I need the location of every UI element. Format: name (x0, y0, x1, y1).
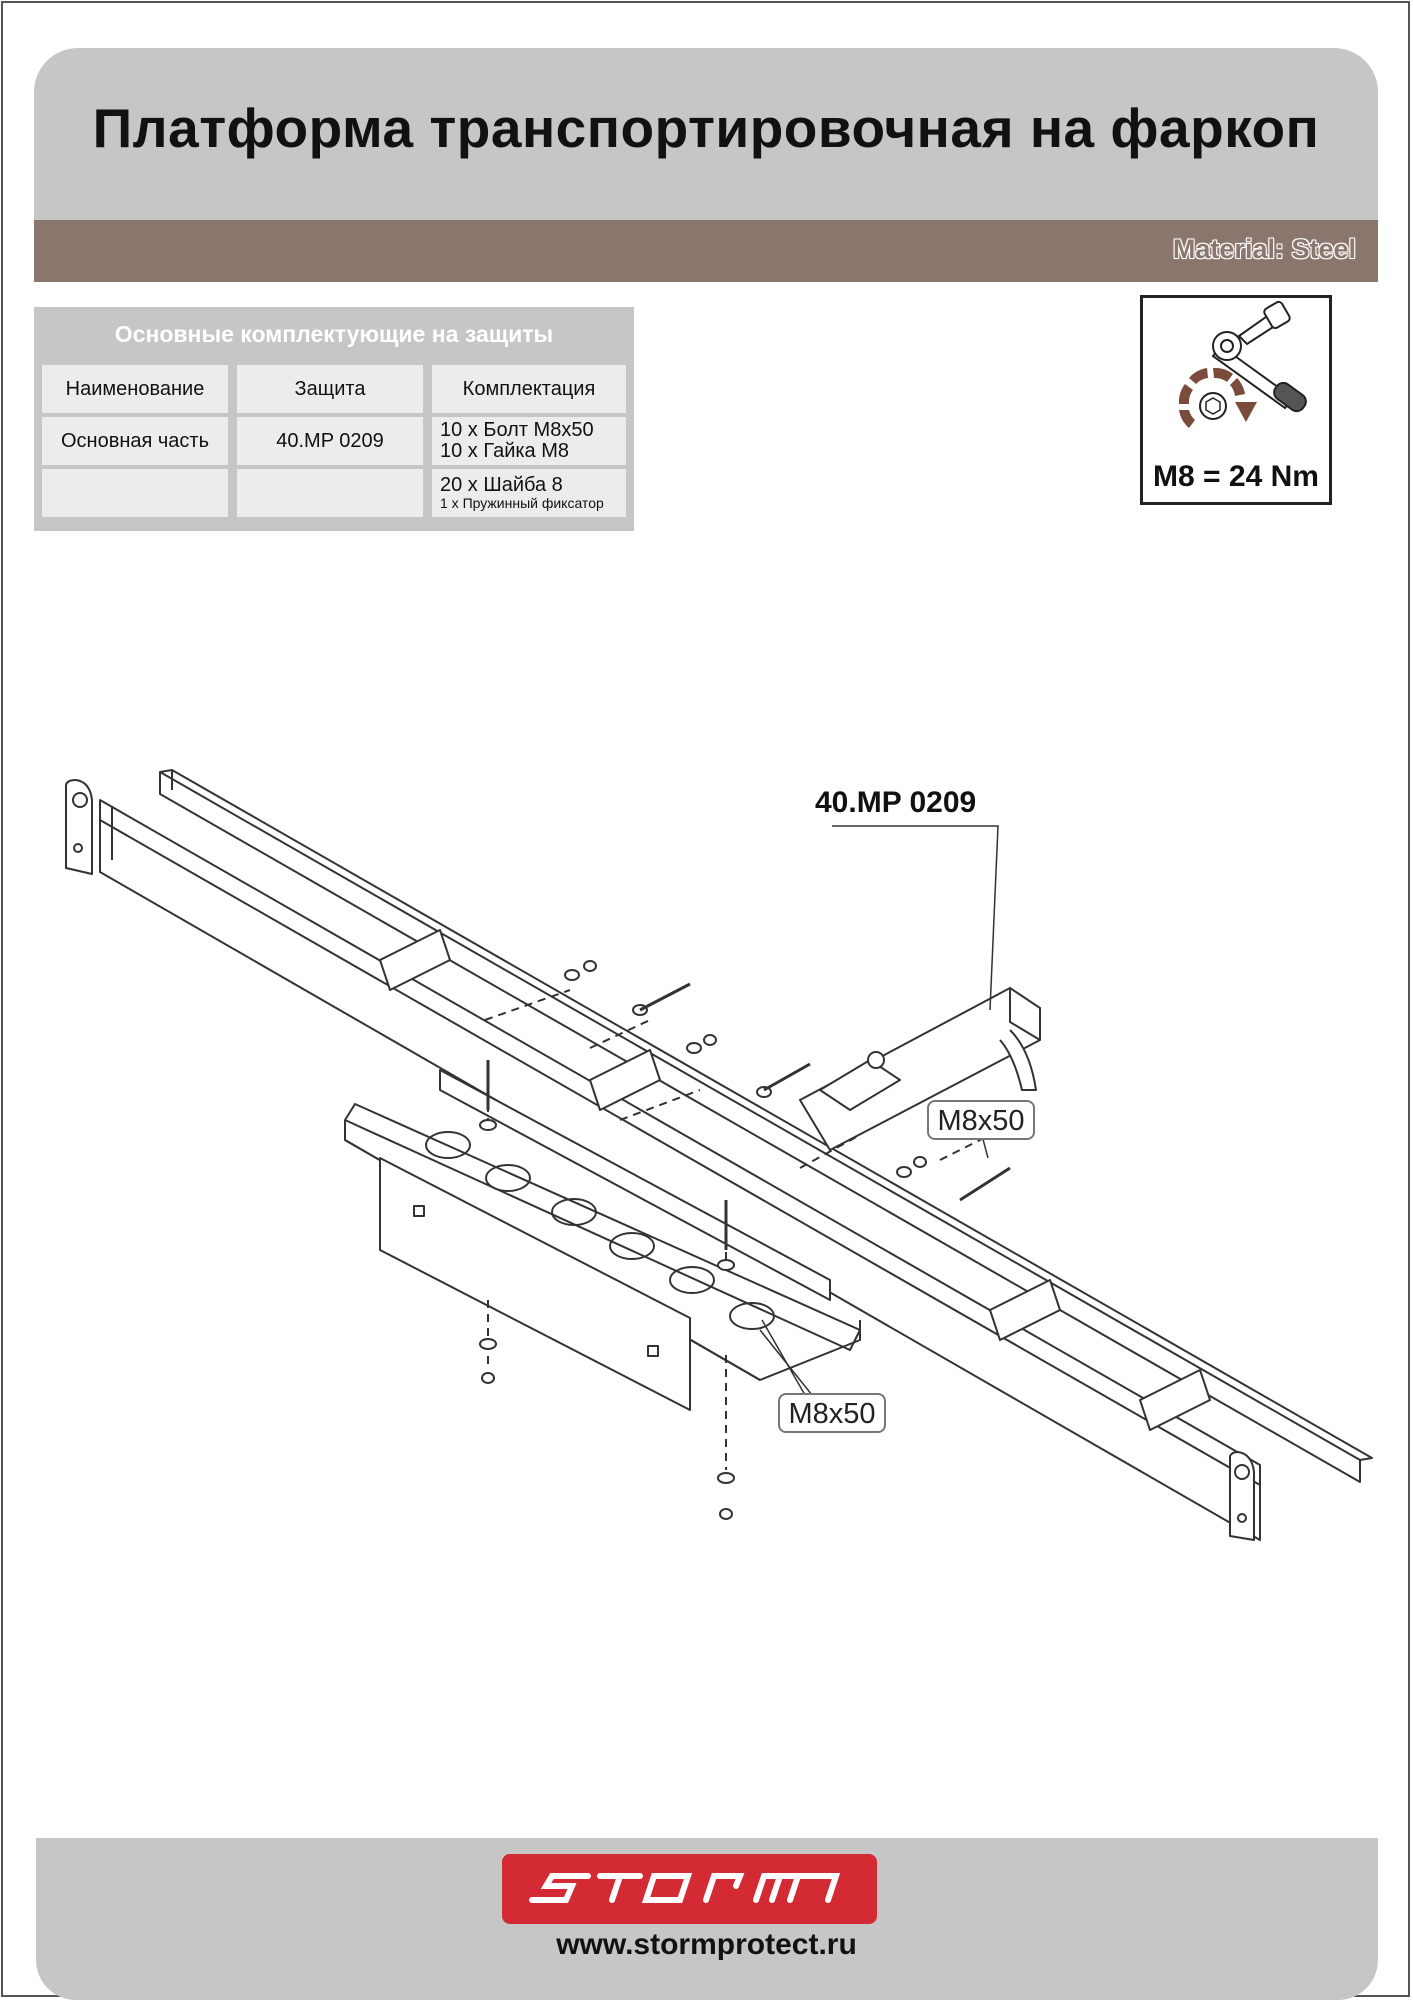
table-header-part: Защита (237, 365, 423, 413)
storm-logo (502, 1854, 877, 1924)
header-panel: Платформа транспортировочная на фаркоп (34, 48, 1378, 220)
table-cell-name (42, 469, 228, 517)
bolt-callout: M8x50 (778, 1393, 886, 1433)
assembly-drawing (65, 769, 1373, 1541)
storm-logo-wordmark (529, 1873, 841, 1903)
page-title: Платформа транспортировочная на фаркоп (92, 97, 1320, 159)
website-url[interactable]: www.stormprotect.ru (556, 1928, 857, 1961)
table-cell-kit: 20 х Шайба 8 1 х Пружинный фиксатор (432, 469, 626, 517)
table-cell-part (237, 469, 423, 517)
material-label: Material: Steel (1172, 234, 1356, 264)
material-bar: Material: Steel (34, 220, 1378, 282)
kit-line: 10 х Гайка М8 (440, 440, 570, 462)
torque-spec-box: M8 = 24 Nm (1140, 295, 1332, 505)
table-header-kit: Комплектация (432, 365, 626, 413)
table-cell-name: Основная часть (42, 417, 228, 465)
parts-table: Основные комплектующие на защиты Наимено… (34, 307, 634, 531)
kit-line: 20 х Шайба 8 (440, 474, 563, 497)
table-cell-kit: 10 х Болт М8х50 10 х Гайка М8 (432, 417, 626, 465)
kit-line: 10 х Болт М8х50 (440, 419, 594, 441)
kit-line: 1 х Пружинный фиксатор (440, 495, 604, 512)
bolt-callout: M8x50 (927, 1100, 1035, 1140)
table-cell-part: 40.MP 0209 (237, 417, 423, 465)
torque-value: M8 = 24 Nm (1153, 460, 1319, 493)
parts-table-title: Основные комплектующие на защиты (114, 321, 554, 347)
table-header-name: Наименование (42, 365, 228, 413)
part-number-label: 40.MP 0209 (815, 786, 977, 819)
torque-wrench-icon (1178, 300, 1307, 428)
